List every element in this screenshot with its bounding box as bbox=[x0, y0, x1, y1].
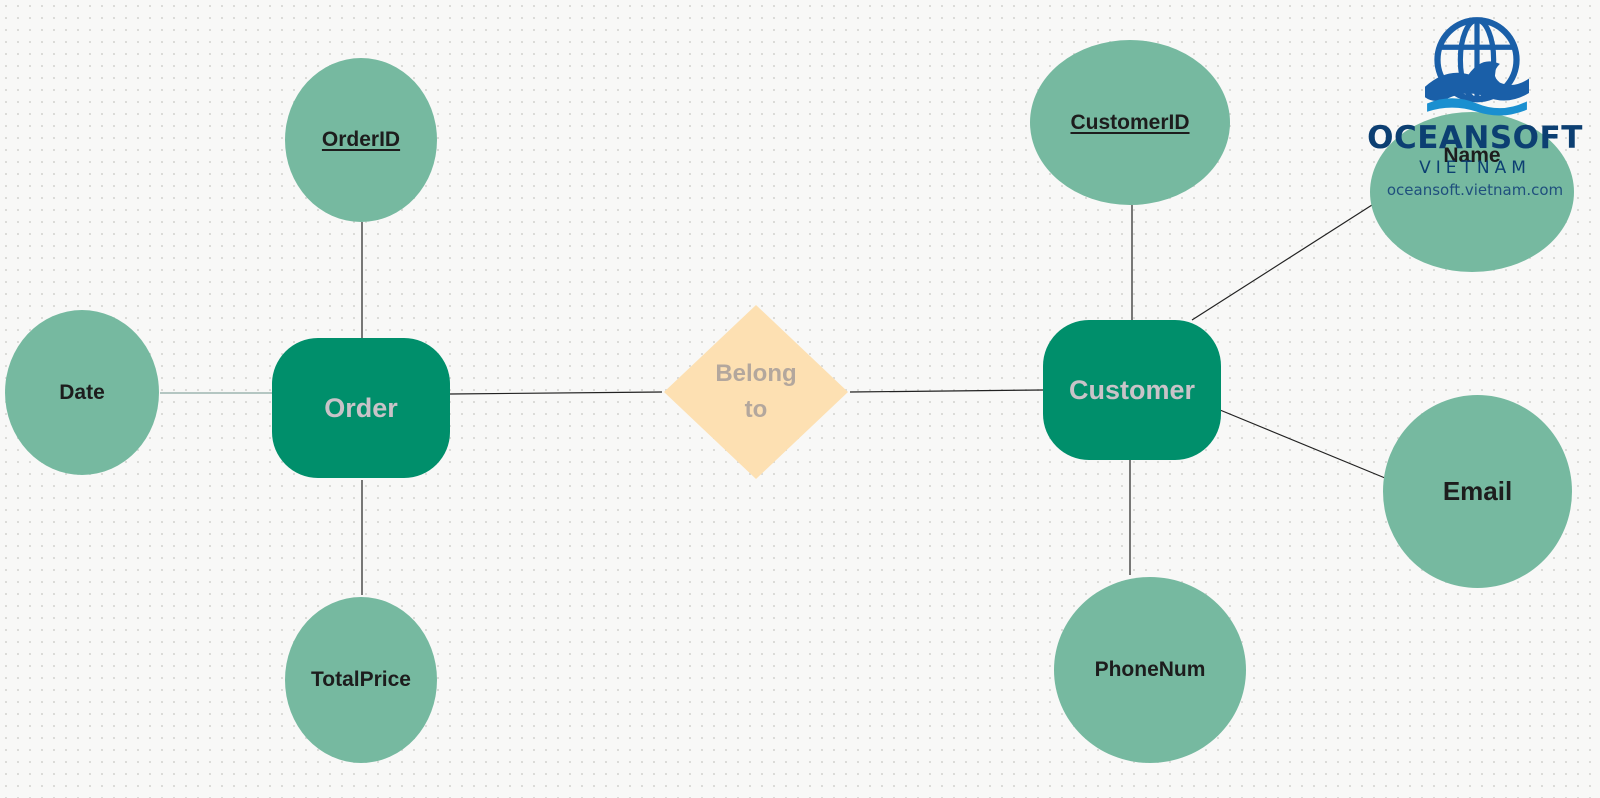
entity-order[interactable]: Order bbox=[272, 338, 450, 478]
oceansoft-watermark: OCEANSOFT VIETNAM oceansoft.vietnam.com bbox=[1360, 10, 1590, 210]
attribute-phone-num-label: PhoneNum bbox=[1094, 658, 1206, 681]
attribute-email[interactable]: Email bbox=[1383, 395, 1572, 588]
brand-name: OCEANSOFT bbox=[1367, 120, 1583, 156]
edge-customer-email bbox=[1219, 409, 1386, 479]
brand-url: oceansoft.vietnam.com bbox=[1386, 181, 1564, 199]
edge-relationship-customer bbox=[849, 389, 1044, 393]
attribute-customer-id[interactable]: CustomerID bbox=[1030, 40, 1230, 205]
attribute-date-label: Date bbox=[59, 380, 105, 404]
relationship-diamond bbox=[664, 305, 848, 479]
relationship-label: Belong to bbox=[715, 360, 797, 423]
entity-order-label: Order bbox=[324, 392, 398, 423]
attribute-phone-num[interactable]: PhoneNum bbox=[1054, 577, 1246, 763]
entity-customer[interactable]: Customer bbox=[1043, 320, 1221, 460]
brand-country: VIETNAM bbox=[1419, 158, 1531, 178]
attribute-order-id[interactable]: OrderID bbox=[285, 58, 437, 222]
attribute-customer-id-label: CustomerID bbox=[1070, 110, 1190, 134]
attribute-email-label: Email bbox=[1442, 476, 1513, 506]
attribute-total-price-label: TotalPrice bbox=[311, 668, 411, 691]
entity-customer-label: Customer bbox=[1068, 374, 1196, 405]
attribute-name-label: Name bbox=[1443, 144, 1501, 167]
attribute-total-price[interactable]: TotalPrice bbox=[285, 597, 437, 763]
attribute-order-id-label: OrderID bbox=[321, 128, 401, 151]
relationship-belong-to[interactable]: Belong to bbox=[662, 303, 850, 481]
globe-wave-logo-icon bbox=[1425, 17, 1529, 116]
edge-order-relationship bbox=[449, 391, 663, 395]
attribute-date[interactable]: Date bbox=[5, 310, 159, 475]
attribute-name[interactable]: Name bbox=[1370, 112, 1574, 272]
edge-customer-name bbox=[1191, 204, 1373, 321]
